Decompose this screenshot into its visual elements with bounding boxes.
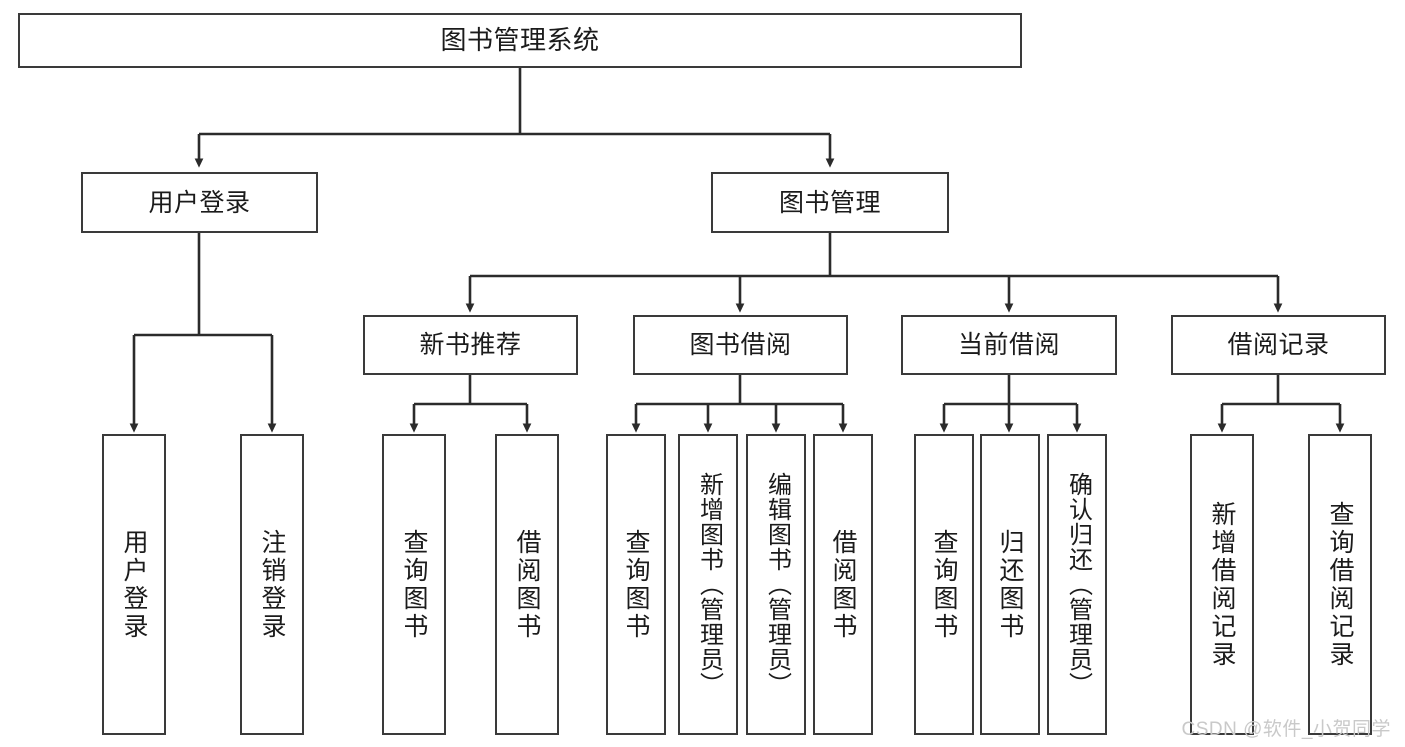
node-borrow-record[interactable]: 借阅记录 — [1171, 315, 1386, 375]
leaf-user-login-label: 用户登录 — [120, 528, 148, 641]
node-borrow-record-label: 借阅记录 — [1227, 331, 1330, 359]
node-current-borrow-label: 当前借阅 — [957, 331, 1060, 359]
leaf-confirm-return-label: 确认归还（管理员） — [1064, 472, 1092, 697]
node-root[interactable]: 图书管理系统 — [18, 13, 1022, 68]
leaf-add-book[interactable]: 新增图书（管理员） — [678, 434, 738, 735]
node-book-management[interactable]: 图书管理 — [711, 172, 949, 233]
node-root-label: 图书管理系统 — [440, 24, 600, 55]
leaf-borrow-book-2-label: 借阅图书 — [829, 528, 857, 641]
leaf-add-record-label: 新增借阅记录 — [1208, 500, 1236, 669]
leaf-confirm-return[interactable]: 确认归还（管理员） — [1047, 434, 1107, 735]
leaf-query-record-label: 查询借阅记录 — [1326, 500, 1354, 669]
leaf-query-book-1[interactable]: 查询图书 — [382, 434, 446, 735]
leaf-user-logout[interactable]: 注销登录 — [240, 434, 304, 735]
leaf-borrow-book-1-label: 借阅图书 — [513, 528, 541, 641]
leaf-user-logout-label: 注销登录 — [258, 528, 286, 641]
csdn-watermark: CSDN @软件_小贺同学 — [1181, 719, 1391, 740]
leaf-user-login[interactable]: 用户登录 — [102, 434, 166, 735]
leaf-query-book-3-label: 查询图书 — [930, 528, 958, 641]
leaf-query-book-1-label: 查询图书 — [400, 528, 428, 641]
node-current-borrow[interactable]: 当前借阅 — [901, 315, 1117, 375]
leaf-query-book-3[interactable]: 查询图书 — [914, 434, 974, 735]
leaf-add-book-label: 新增图书（管理员） — [695, 472, 723, 697]
leaf-add-record[interactable]: 新增借阅记录 — [1190, 434, 1254, 735]
leaf-query-record[interactable]: 查询借阅记录 — [1308, 434, 1372, 735]
leaf-edit-book[interactable]: 编辑图书（管理员） — [746, 434, 806, 735]
leaf-query-book-2-label: 查询图书 — [622, 528, 650, 641]
node-new-book-recommend[interactable]: 新书推荐 — [363, 315, 578, 375]
leaf-return-book[interactable]: 归还图书 — [980, 434, 1040, 735]
leaf-edit-book-label: 编辑图书（管理员） — [763, 472, 791, 697]
node-book-borrow-label: 图书借阅 — [689, 331, 792, 359]
leaf-borrow-book-2[interactable]: 借阅图书 — [813, 434, 873, 735]
leaf-borrow-book-1[interactable]: 借阅图书 — [495, 434, 559, 735]
leaf-return-book-label: 归还图书 — [996, 528, 1024, 641]
node-user-login-label: 用户登录 — [148, 188, 251, 217]
node-new-book-recommend-label: 新书推荐 — [419, 331, 522, 359]
node-user-login[interactable]: 用户登录 — [81, 172, 318, 233]
leaf-query-book-2[interactable]: 查询图书 — [606, 434, 666, 735]
node-book-management-label: 图书管理 — [778, 188, 881, 217]
node-book-borrow[interactable]: 图书借阅 — [633, 315, 848, 375]
